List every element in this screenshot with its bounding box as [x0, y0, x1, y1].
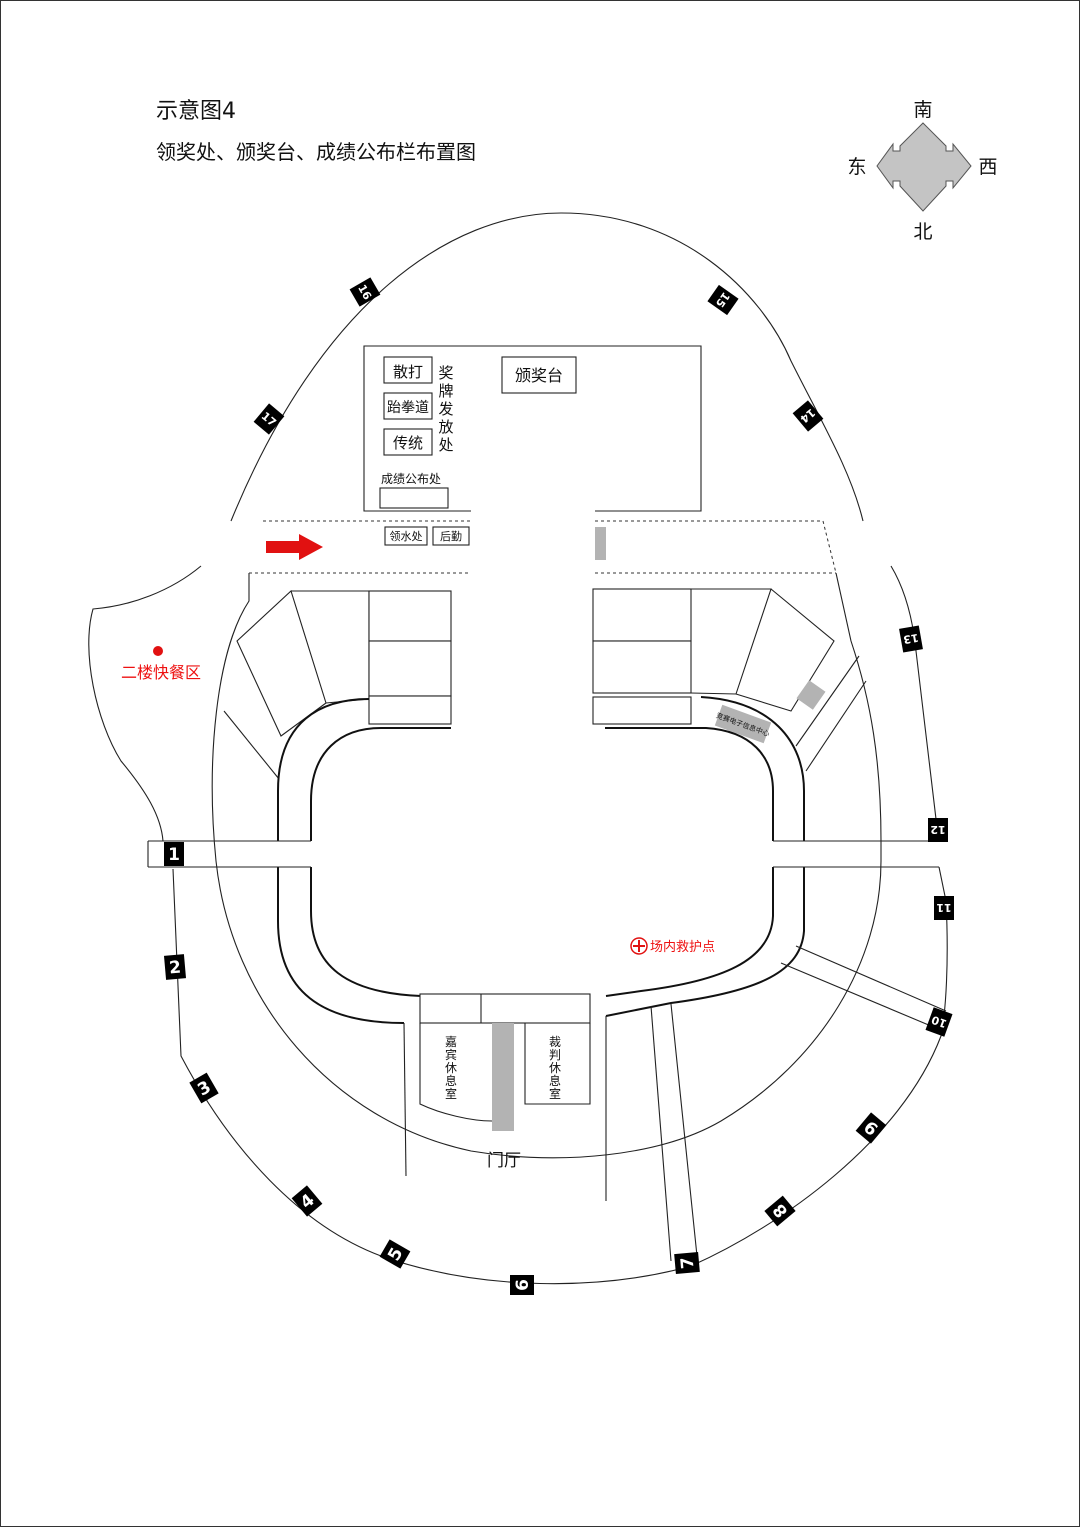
- results-board: 成绩公布处: [379, 472, 449, 509]
- svg-text:休: 休: [445, 1061, 457, 1075]
- gate-marker-1: 1: [164, 842, 184, 866]
- room-traditional: 传统: [383, 428, 433, 456]
- gate-marker-label: 2: [168, 958, 182, 979]
- arena-outer-se: [605, 867, 805, 1017]
- svg-text:牌: 牌: [438, 382, 453, 400]
- gate-marker-label: 1: [168, 845, 180, 865]
- gray-block-north: [595, 527, 606, 560]
- gate-marker-3: 3: [189, 1072, 219, 1104]
- arena-outer-ne: [700, 696, 805, 841]
- compass-icon: [876, 122, 972, 212]
- gate-marker-11: 11: [934, 896, 954, 920]
- svg-text:场内救护点: 场内救护点: [650, 939, 715, 955]
- logistics-room: 后勤: [432, 526, 470, 546]
- gate-marker-4: 4: [291, 1185, 323, 1217]
- arena-outer-south: [277, 867, 405, 1024]
- gate-marker-8: 8: [764, 1195, 796, 1227]
- gate-marker-16: 16: [349, 277, 381, 307]
- outer-boundary-east: [890, 565, 937, 820]
- svg-text:二楼快餐区: 二楼快餐区: [121, 663, 201, 682]
- gate-marker-label: 13: [902, 631, 919, 646]
- nw-seating: [223, 590, 452, 780]
- gate-marker-10: 10: [925, 1007, 953, 1037]
- room-taekwondo: 跆拳道: [383, 392, 433, 420]
- gate-marker-9: 9: [855, 1112, 887, 1144]
- gate-marker-label: 11: [936, 901, 951, 914]
- arena-inner-north: [310, 727, 451, 841]
- map-subtitle: 领奖处、颁奖台、成绩公布栏布置图: [156, 140, 476, 164]
- svg-text:处: 处: [438, 436, 453, 454]
- svg-text:判: 判: [549, 1048, 561, 1062]
- map-title: 示意图4: [156, 99, 236, 124]
- direction-arrow-icon: [266, 534, 323, 560]
- svg-text:息: 息: [549, 1073, 561, 1088]
- gate-marker-2: 2: [163, 954, 187, 980]
- svg-text:发: 发: [438, 400, 453, 418]
- first-aid-cross-icon: [630, 937, 648, 955]
- gate-marker-label: 10: [929, 1013, 948, 1031]
- svg-text:室: 室: [549, 1086, 561, 1101]
- gate-marker-15: 15: [707, 284, 739, 316]
- room-sanda: 散打: [383, 356, 433, 384]
- svg-text:放: 放: [438, 418, 453, 436]
- arena-inner-south: [310, 867, 422, 997]
- arena-outer-north: [277, 698, 370, 841]
- arena-inner-ne: [605, 727, 774, 841]
- gate-marker-12: 12: [928, 818, 948, 842]
- svg-text:宾: 宾: [445, 1047, 457, 1062]
- gate-marker-7: 7: [674, 1251, 700, 1275]
- gate-marker-5: 5: [379, 1239, 411, 1269]
- lobby: 门厅: [403, 993, 607, 1201]
- fast-food-area: 二楼快餐区: [121, 646, 201, 682]
- svg-text:室: 室: [445, 1086, 457, 1101]
- svg-text:奖: 奖: [438, 364, 453, 382]
- svg-text:成绩公布处: 成绩公布处: [381, 472, 441, 486]
- svg-text:息: 息: [445, 1073, 457, 1088]
- water-station: 领水处: [384, 526, 428, 546]
- gate-marker-14: 14: [792, 400, 824, 432]
- compass-west-label: 西: [978, 156, 997, 178]
- gate-marker-17: 17: [253, 403, 285, 435]
- award-hall: [363, 345, 702, 512]
- corridor-east: [773, 840, 939, 868]
- gate-marker-label: 7: [678, 1256, 699, 1270]
- gate-marker-6: 6: [510, 1275, 534, 1295]
- lobby-label: 门厅: [487, 1151, 521, 1171]
- corridor-west: [147, 840, 311, 868]
- medal-distribution-label: 奖 牌 发 放 处: [438, 364, 453, 454]
- fast-food-dot-icon: [153, 646, 163, 656]
- gate-marker-label: 12: [930, 823, 945, 836]
- svg-text:跆拳道: 跆拳道: [387, 400, 429, 416]
- vip-lounge: 嘉 宾 休 息 室: [445, 1035, 457, 1101]
- first-aid-point: 场内救护点: [630, 937, 715, 955]
- svg-text:传统: 传统: [393, 434, 423, 452]
- svg-text:裁: 裁: [549, 1035, 561, 1049]
- compass-north-label: 北: [913, 221, 932, 243]
- ne-seating: [592, 588, 867, 772]
- compass-south-label: 南: [913, 99, 932, 121]
- svg-text:后勤: 后勤: [440, 530, 462, 543]
- gate-marker-label: 6: [513, 1279, 533, 1291]
- svg-text:颁奖台: 颁奖台: [515, 366, 563, 385]
- gate-marker-13: 13: [899, 625, 923, 653]
- west-cafe-boundary: [88, 565, 202, 842]
- referee-lounge: 裁 判 休 息 室: [549, 1035, 561, 1101]
- arena-inner-se: [605, 867, 774, 997]
- svg-text:领水处: 领水处: [390, 530, 423, 543]
- svg-text:休: 休: [549, 1061, 561, 1075]
- compass-east-label: 东: [847, 156, 866, 178]
- podium: 颁奖台: [501, 356, 577, 394]
- svg-text:嘉: 嘉: [445, 1035, 457, 1049]
- svg-text:散打: 散打: [393, 363, 423, 381]
